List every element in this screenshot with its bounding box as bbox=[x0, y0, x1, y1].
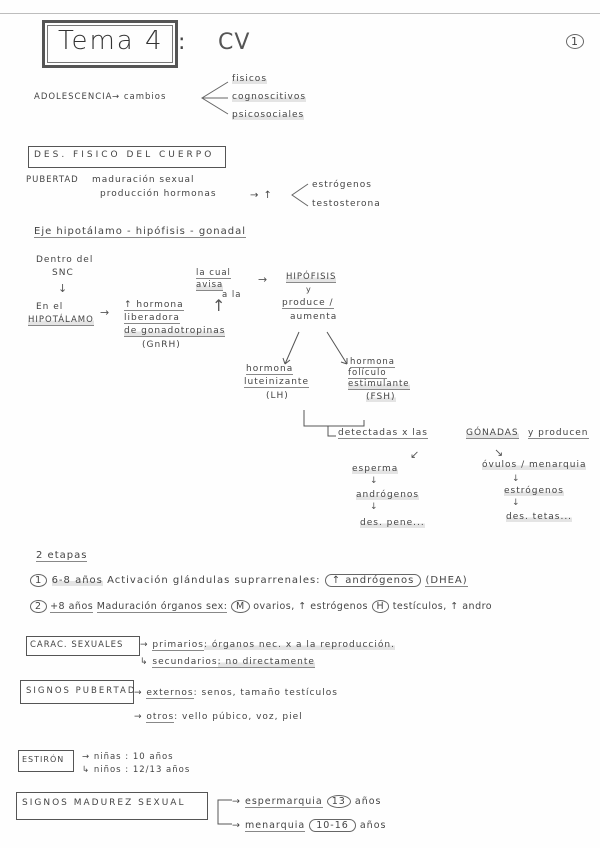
lh-line-2: luteinizante bbox=[244, 377, 309, 388]
stage-2-row: 2 +8 años Maduración órganos sex: M ovar… bbox=[30, 600, 492, 613]
female-symbol: M bbox=[230, 600, 250, 613]
gnrh-line-3: de gonadotropinas bbox=[124, 326, 226, 337]
des-fisico-heading: DES. FISICO DEL CUERPO bbox=[34, 150, 215, 160]
male-chain-esperma: esperma bbox=[352, 464, 399, 474]
pubertad-item-maduracion: maduración sexual bbox=[92, 175, 195, 185]
lh-line-3: (LH) bbox=[266, 391, 289, 401]
etapas-heading: 2 etapas bbox=[36, 550, 88, 562]
carac-sexuales-box bbox=[26, 636, 140, 656]
lh-line-1: hormona bbox=[246, 364, 294, 375]
female-chain-ovulos: óvulos / menarquia bbox=[482, 460, 587, 470]
branch-arrows-icon bbox=[201, 81, 229, 115]
stage-1-dhea: (DHEA) bbox=[425, 575, 468, 587]
male-symbol: H bbox=[371, 600, 390, 613]
externos-row: → externos: senos, tamaño testículos bbox=[134, 688, 338, 699]
signos-pubertad-box bbox=[20, 680, 134, 704]
stage-2-number: 2 bbox=[30, 600, 47, 613]
stage-1-text: Activación glándulas suprarrenales: bbox=[107, 575, 321, 586]
carac-sexuales-label: CARAC. SEXUALES bbox=[30, 640, 124, 650]
down-arrow-icon: ↓ bbox=[512, 498, 520, 508]
eje-heading: Eje hipotálamo - hipófisis - gonadal bbox=[34, 226, 247, 238]
estiron-ninas: → niñas : 10 años bbox=[82, 752, 174, 762]
adolescencia-label: ADOLESCENCIA bbox=[34, 92, 113, 102]
page-title: Tema 4 bbox=[58, 26, 164, 56]
causa-line-2: avisa bbox=[196, 280, 224, 291]
stage-2-age: +8 años bbox=[50, 601, 94, 613]
female-chain-estrogenos: estrógenos bbox=[504, 486, 564, 496]
stage-1-number: 1 bbox=[30, 574, 48, 587]
male-chain-des-pene: des. pene... bbox=[360, 518, 425, 528]
bracket-connector-icon bbox=[303, 410, 365, 437]
gonadas: GÓNADAS bbox=[466, 428, 519, 439]
up-arrow-icon: ↑ bbox=[212, 296, 226, 315]
hipotalamo: HIPOTÁLAMO bbox=[28, 315, 94, 326]
split-arrows-icon bbox=[282, 331, 348, 365]
stage-1-row: 1 6-8 años Activación glándulas suprarre… bbox=[30, 574, 468, 587]
right-arrow-icon: → bbox=[258, 273, 268, 286]
gnrh-line-4: (GnRH) bbox=[142, 340, 181, 350]
down-arrow-icon: ↓ bbox=[370, 502, 378, 512]
madurez-bracket-icon bbox=[217, 799, 232, 825]
snc: SNC bbox=[52, 268, 74, 278]
y-connector: y bbox=[306, 285, 312, 294]
down-arrow-icon: ↓ bbox=[370, 476, 378, 486]
estiron-ninos: ↳ niños : 12/13 años bbox=[82, 765, 191, 775]
title-text: Tema 4 bbox=[58, 26, 164, 56]
primarios-row: → primarios: órganos nec. x a la reprodu… bbox=[140, 640, 395, 651]
dentro-del: Dentro del bbox=[36, 255, 94, 265]
title-box bbox=[42, 20, 178, 68]
detectadas: detectadas x las bbox=[338, 428, 428, 439]
hormone-estrogenos: estrógenos bbox=[312, 180, 372, 190]
causa-line-3: a la bbox=[222, 290, 242, 300]
fsh-line-1: hormona bbox=[350, 357, 396, 368]
producen: y producen bbox=[528, 428, 589, 439]
diag-arrow-icon: ↙ bbox=[410, 448, 420, 461]
causa-line-1: la cual bbox=[196, 268, 231, 279]
stage-2-male: testículos, ↑ andro bbox=[392, 601, 493, 612]
madurez-box bbox=[16, 792, 208, 820]
right-arrow-icon: → bbox=[100, 306, 110, 319]
madurez-label: SIGNOS MADUREZ SEXUAL bbox=[22, 798, 186, 808]
fsh-line-4: (FSH) bbox=[366, 392, 396, 402]
hipofisis: HIPÓFISIS bbox=[286, 272, 337, 283]
title-colon: : bbox=[178, 30, 187, 55]
cambios-arrow: → cambios bbox=[112, 92, 167, 102]
fsh-line-2: folículo bbox=[348, 368, 387, 379]
pubertad-item-produccion: producción hormonas bbox=[100, 189, 217, 199]
branch-cognoscitivos: cognoscitivos bbox=[232, 92, 307, 102]
down-arrow-icon: ↓ bbox=[58, 282, 68, 295]
pubertad-label: PUBERTAD bbox=[26, 175, 79, 185]
estiron-box bbox=[18, 750, 74, 772]
hormone-branch-icon bbox=[291, 183, 309, 207]
hormone-testosterona: testosterona bbox=[312, 199, 381, 209]
stage-1-androgenos: ↑ andrógenos bbox=[324, 574, 422, 587]
subject: CV bbox=[218, 30, 251, 55]
signos-pubertad-label: SIGNOS PUBERTAD bbox=[26, 686, 137, 696]
aumenta: aumenta bbox=[290, 312, 338, 322]
diag-arrow-icon: ↘ bbox=[494, 446, 504, 459]
branch-fisicos: fisicos bbox=[232, 74, 268, 84]
stage-2-female: ovarios, ↑ estrógenos bbox=[253, 601, 368, 612]
gnrh-line-1: ↑ hormona bbox=[124, 300, 184, 311]
secundarios-row: ↳ secundarios: no directamente bbox=[140, 657, 315, 668]
otros-row: → otros: vello púbico, voz, piel bbox=[134, 712, 303, 723]
stage-2-text: Maduración órganos sex: bbox=[96, 601, 228, 613]
page-number: 1 bbox=[566, 34, 584, 49]
hormone-up-arrow: → ↑ bbox=[250, 190, 273, 201]
male-chain-androgenos: andrógenos bbox=[356, 490, 420, 500]
stage-1-age: 6-8 años bbox=[51, 575, 103, 586]
fsh-line-3: estimulante bbox=[348, 379, 410, 390]
menarquia-row: → menarquia 10-16 años bbox=[232, 819, 387, 832]
estiron-label: ESTIRÓN bbox=[22, 755, 65, 764]
female-chain-des-tetas: des. tetas... bbox=[506, 512, 573, 522]
page-top-rule bbox=[0, 13, 600, 14]
en-el: En el bbox=[36, 302, 64, 312]
espermarquia-row: → espermarquia 13 años bbox=[232, 795, 382, 808]
produce: produce / bbox=[282, 298, 334, 309]
gnrh-line-2: liberadora bbox=[124, 313, 180, 324]
branch-psicosociales: psicosociales bbox=[232, 110, 305, 120]
down-arrow-icon: ↓ bbox=[512, 474, 520, 484]
des-fisico-box bbox=[28, 146, 226, 168]
